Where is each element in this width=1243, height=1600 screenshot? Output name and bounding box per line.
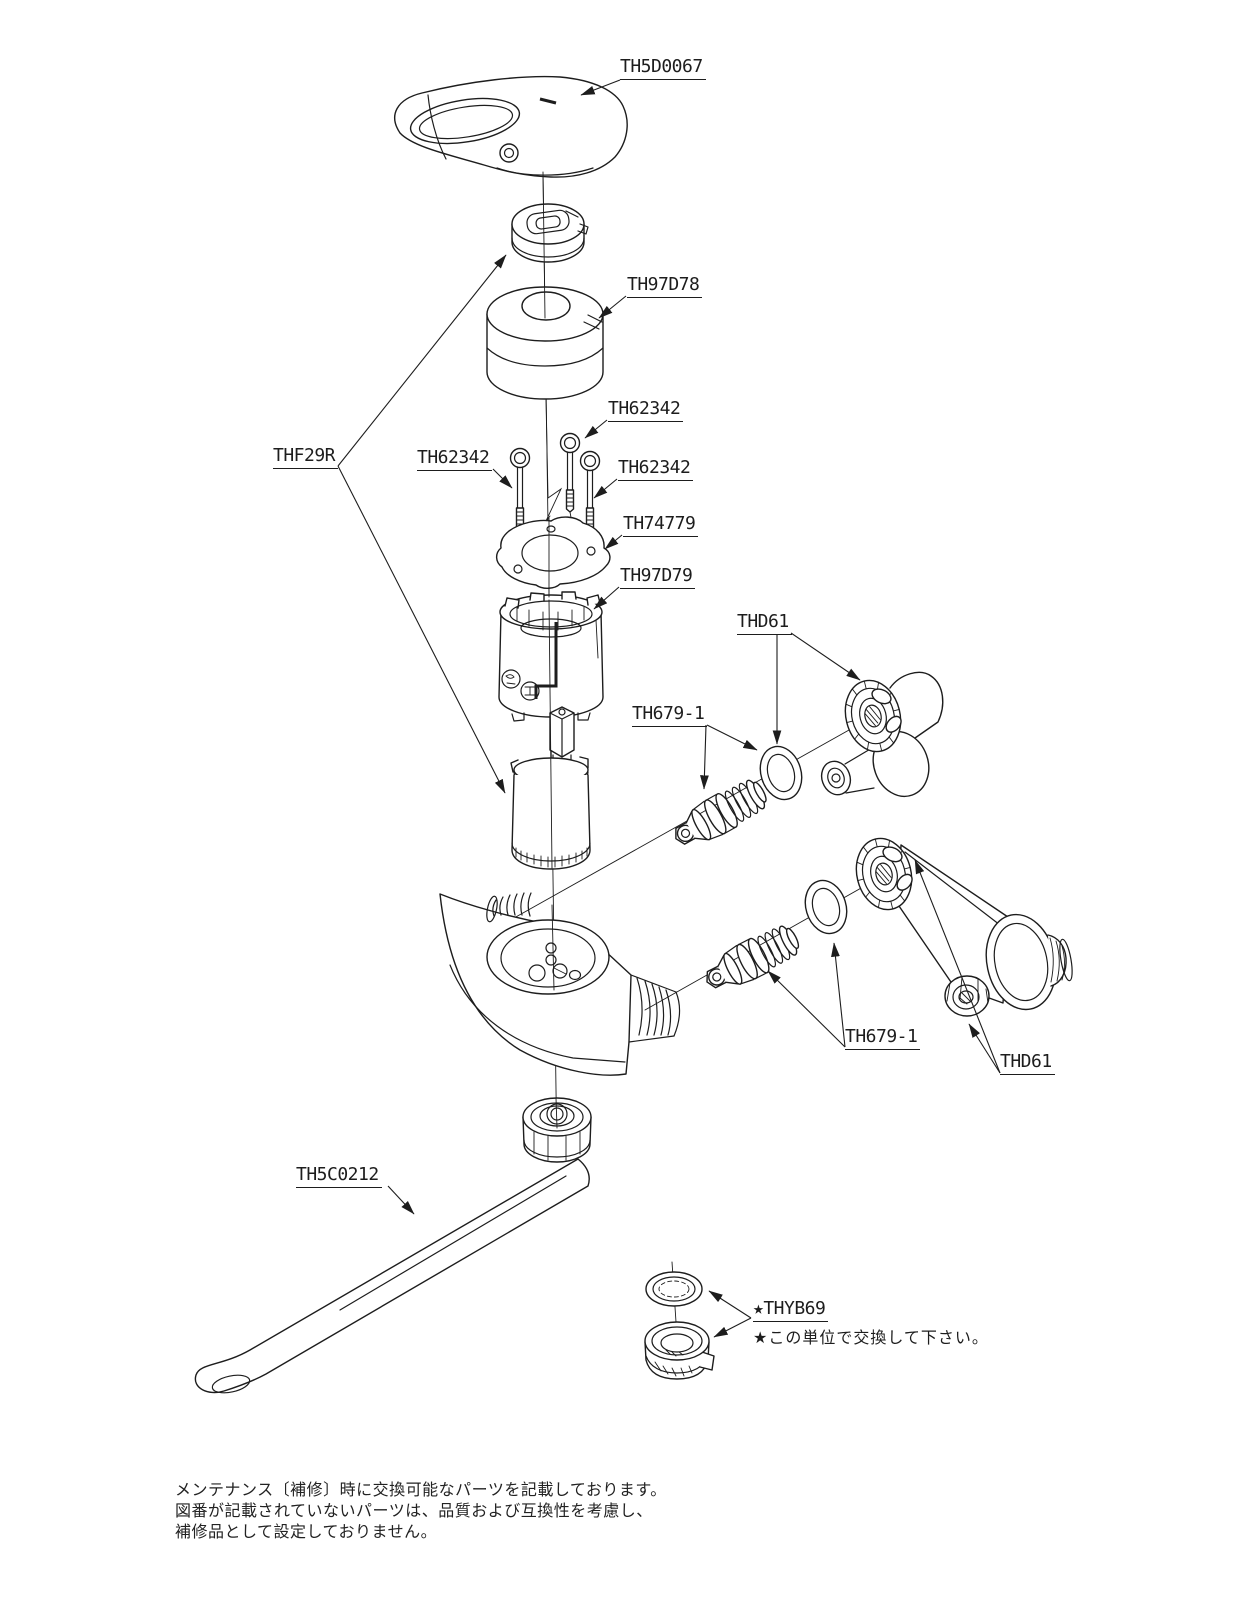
index-cap-drawing	[511, 203, 589, 263]
part-label-screw-top: TH62342	[608, 399, 684, 422]
housing-drawing	[498, 591, 604, 722]
faucet-body-drawing	[439, 892, 681, 1076]
part-label-cover: TH97D78	[627, 275, 703, 298]
spout-drawing	[194, 1158, 590, 1394]
part-label-spout: TH5C0212	[296, 1165, 382, 1188]
part-label-housing: TH97D79	[620, 566, 696, 589]
leader-lines	[337, 79, 1001, 1338]
maintenance-note-line-1: メンテナンス〔補修〕時に交換可能なパーツを記載しております。	[175, 1480, 667, 1499]
guide-plate-drawing	[495, 516, 611, 589]
upper-connector-drawing	[820, 671, 944, 798]
lower-check-valve	[697, 919, 805, 1000]
aerator-drawing	[644, 1271, 715, 1380]
maintenance-note: メンテナンス〔補修〕時に交換可能なパーツを記載しております。 図番が記載されてい…	[175, 1479, 667, 1542]
maintenance-note-line-3: 補修品として設定しておりません。	[175, 1522, 438, 1541]
part-label-screw-right: TH62342	[618, 458, 694, 481]
centerline-overlays	[542, 171, 563, 1129]
maintenance-note-line-2: 図番が記載されていないパーツは、品質および互換性を考慮し、	[175, 1501, 653, 1520]
part-label-index-cap: THF29R	[273, 446, 339, 469]
cover-drawing	[486, 286, 604, 400]
lower-washer	[798, 874, 854, 940]
upper-check-valve	[665, 773, 773, 856]
handle-drawing	[394, 75, 628, 178]
lower-connector-drawing	[848, 831, 1073, 1017]
part-label-check-valve-lower: TH679-1	[845, 1027, 921, 1050]
part-label-connector-upper: THD61	[737, 612, 792, 635]
part-label-aerator: ★THYB69	[753, 1299, 829, 1322]
spout-nut-drawing	[522, 1097, 592, 1163]
part-label-screw-left: TH62342	[417, 448, 493, 471]
part-label-connector-lower: THD61	[1000, 1052, 1055, 1075]
part-label-guide-plate: TH74779	[623, 514, 699, 537]
screws-drawing	[509, 432, 601, 568]
part-label-handle: TH5D0067	[620, 57, 706, 80]
part-label-check-valve-upper: TH679-1	[632, 704, 708, 727]
aerator-replacement-note: ★この単位で交換して下さい。	[753, 1328, 989, 1347]
